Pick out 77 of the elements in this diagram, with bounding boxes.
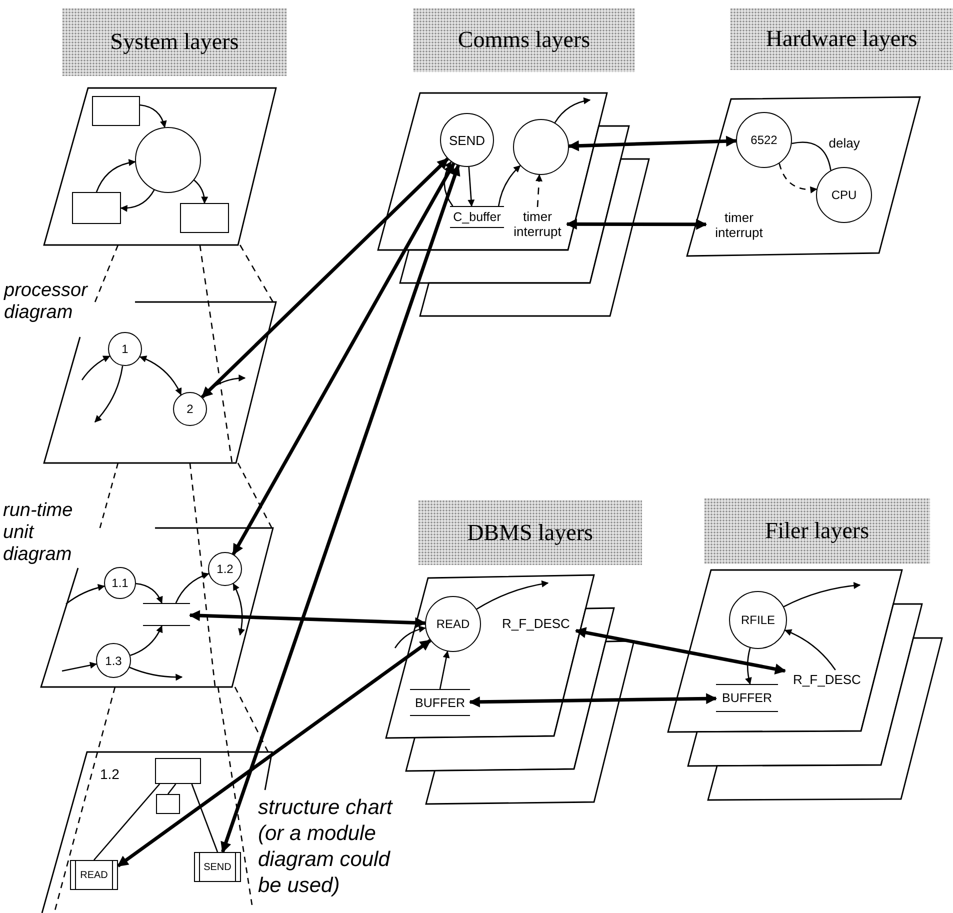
connector-line: [94, 784, 160, 860]
arrow: [220, 164, 460, 854]
arrow: [120, 190, 155, 212]
arrow: [498, 165, 521, 206]
arrow: [783, 582, 861, 608]
data-store: C_buffer: [450, 206, 504, 228]
dashed-line: [189, 462, 216, 686]
arrow: [136, 582, 162, 604]
diagram-caption: run-time unit diagram: [3, 500, 74, 566]
arrow: [574, 627, 786, 674]
dashed-line: [54, 686, 116, 910]
module-box: SEND: [194, 852, 241, 882]
dashed-line: [94, 244, 119, 302]
arrow: [745, 648, 752, 685]
arrow: [200, 158, 449, 398]
arrow: [175, 572, 210, 604]
flow-label: R_F_DESC: [785, 670, 869, 688]
arrow: [232, 583, 245, 636]
dashed-line: [239, 244, 274, 302]
arrow: [140, 104, 166, 128]
entity-box: [156, 794, 180, 814]
arrow: [468, 693, 718, 708]
unit-number: 1.2: [100, 765, 120, 784]
layer-heading: DBMS layers: [418, 500, 642, 565]
flow-label: timer interrupt: [508, 207, 567, 241]
arrow: [232, 162, 456, 556]
arrow: [536, 174, 542, 208]
layer-heading: Comms layers: [413, 8, 635, 72]
arrow: [394, 626, 426, 648]
arrow: [468, 166, 475, 207]
flow-label: R_F_DESC: [496, 614, 576, 632]
diagram-caption: structure chart (or a module diagram could be used): [258, 795, 394, 899]
arrow: [778, 163, 818, 194]
arrow: [194, 180, 208, 204]
dashed-line: [234, 686, 269, 752]
dashed-line: [199, 244, 233, 462]
layer-heading: Filer layers: [704, 498, 930, 564]
arrow: [116, 638, 432, 868]
arrow: [81, 356, 110, 380]
module-box: READ: [70, 860, 118, 890]
flow-label: timer interrupt: [706, 207, 772, 242]
layer-plane: [687, 97, 920, 256]
arrow: [62, 662, 98, 672]
connector-line: [792, 142, 832, 170]
arrow: [568, 136, 738, 152]
entity-box: [92, 96, 140, 126]
dashed-line: [217, 686, 253, 906]
arrow: [784, 629, 836, 670]
arrow: [188, 610, 426, 628]
data-store: [143, 603, 190, 626]
edge-label: delay: [826, 135, 862, 150]
arrow: [129, 666, 183, 681]
layer-heading: System layers: [62, 8, 287, 76]
connector-line: [167, 784, 176, 794]
connector-line: [191, 784, 218, 852]
arrow: [554, 98, 591, 124]
data-store: BUFFER: [410, 689, 470, 716]
data-store: BUFFER: [716, 684, 778, 712]
arrow: [439, 650, 450, 690]
arrow: [476, 580, 549, 610]
arrow: [130, 625, 162, 656]
layer-plane: [44, 88, 276, 245]
arrow: [444, 161, 454, 206]
arrow: [96, 159, 136, 192]
entity-box: [180, 203, 229, 233]
entity-box: [72, 192, 121, 224]
layer-plane: [378, 93, 649, 316]
layer-plane: [668, 570, 942, 800]
dashed-line: [237, 462, 272, 528]
arrow: [566, 218, 708, 230]
arrow: [66, 584, 105, 605]
entity-box: [155, 758, 201, 784]
arrow: [94, 366, 124, 423]
arrow: [139, 356, 182, 396]
layer-heading: Hardware layers: [730, 8, 953, 70]
dashed-line: [99, 462, 119, 528]
diagram-caption: processor diagram: [4, 280, 89, 324]
